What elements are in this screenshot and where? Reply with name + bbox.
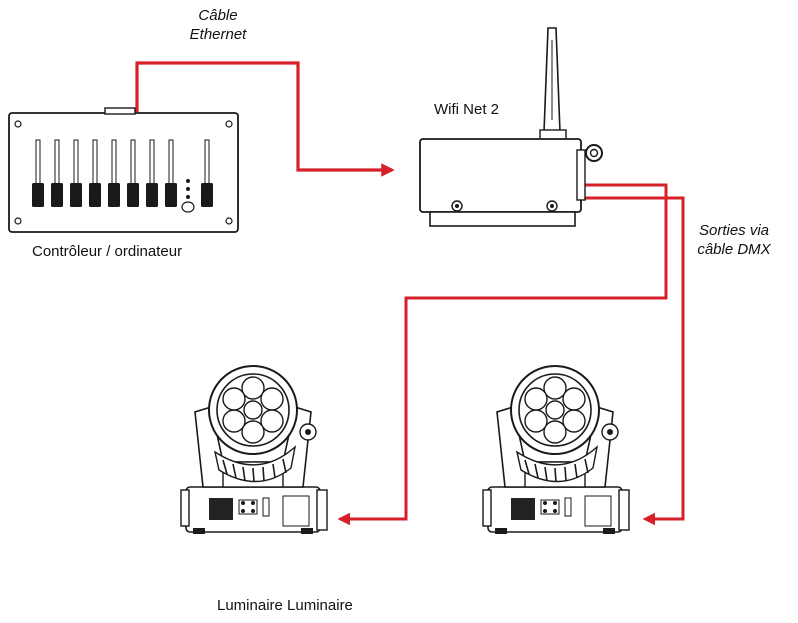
- dmx-label-line1: Sorties via: [698, 222, 770, 239]
- fader-knob: [89, 183, 101, 207]
- wifi-box-icon: [419, 27, 603, 227]
- dmx-cable-left: [337, 183, 668, 526]
- wifi-device-label: Wifi Net 2: [434, 101, 500, 118]
- dmx-outputs-label: Sorties via câble DMX: [684, 221, 784, 259]
- fader-knob: [201, 183, 213, 207]
- dmx-console-icon: [8, 107, 239, 233]
- ethernet-label-line2: Ethernet: [189, 26, 247, 43]
- fixtures-label: Luminaire Luminaire: [217, 597, 353, 614]
- controller-label: Contrôleur / ordinateur: [32, 243, 183, 260]
- fader-knob: [127, 183, 139, 207]
- dmx-label-line2: câble DMX: [697, 241, 771, 258]
- fader-knob: [70, 183, 82, 207]
- fader-knob: [165, 183, 177, 207]
- dmx-cable-right: [583, 196, 685, 526]
- ethernet-cable-label: Câble Ethernet: [178, 6, 258, 44]
- fader-knob: [32, 183, 44, 207]
- fader-knob: [108, 183, 120, 207]
- fader-knob: [146, 183, 158, 207]
- moving-head-icon-left: [180, 365, 328, 535]
- ethernet-cable: [135, 61, 395, 177]
- ethernet-label-line1: Câble: [198, 7, 238, 24]
- moving-head-icon-right: [482, 365, 630, 535]
- fader-knob: [51, 183, 63, 207]
